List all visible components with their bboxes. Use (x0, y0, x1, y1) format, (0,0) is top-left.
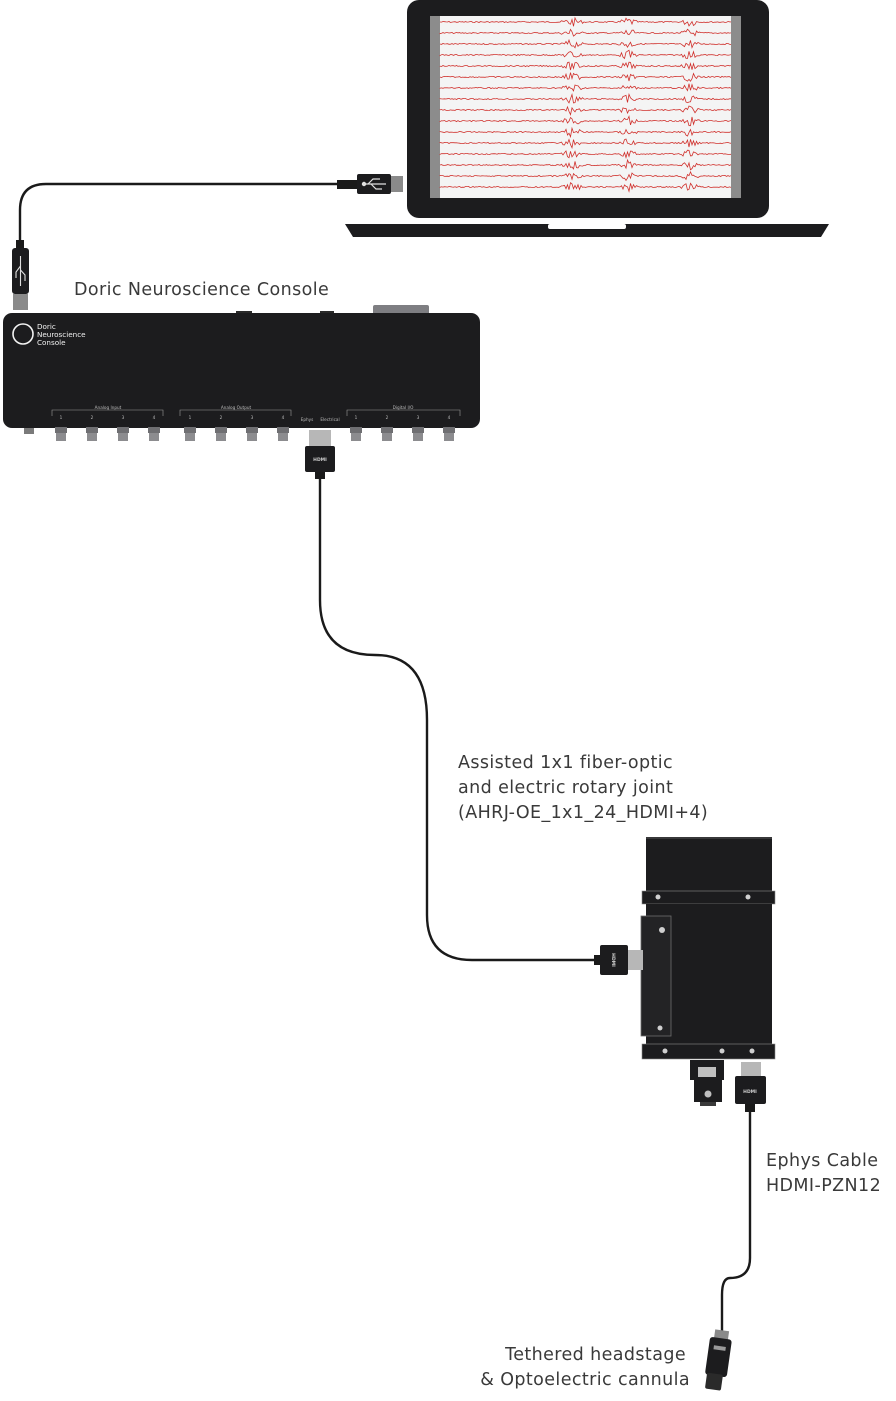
signal-trace (439, 170, 732, 182)
port-number: 4 (153, 415, 156, 420)
joint-top-housing (646, 837, 772, 893)
rotary-joint-label-line-2: and electric rotary joint (458, 778, 673, 798)
bnc-port (443, 427, 455, 441)
hdmi-logo: HDMI (610, 953, 616, 967)
port-number: 1 (189, 415, 192, 420)
bnc-port (215, 427, 227, 441)
laptop (345, 0, 829, 237)
bnc-port (148, 427, 160, 441)
cables (18, 182, 752, 1332)
signal-trace (439, 138, 732, 149)
port-number: 3 (417, 415, 420, 420)
headstage-body (705, 1337, 732, 1377)
power-ring-icon (12, 323, 34, 345)
signal-trace (439, 115, 732, 127)
laptop-notch (548, 224, 626, 229)
joint-lower-band (641, 1043, 776, 1060)
bnc-port (277, 427, 289, 441)
port-number: 2 (386, 415, 389, 420)
ephys-cable-label-line-2: HDMI-PZN12 (766, 1176, 881, 1196)
signal-trace (439, 72, 732, 82)
analog-input-label: Analog Input (95, 405, 122, 410)
hdmi-logo: HDMI (743, 1089, 757, 1095)
port-number: 4 (282, 415, 285, 420)
signal-trace (439, 16, 732, 27)
joint-side-plate (640, 915, 672, 1037)
signal-trace (439, 181, 732, 193)
optoelectric-cannula (705, 1372, 723, 1391)
console-brand-line-2: Neuroscience (37, 330, 86, 339)
port-number: 1 (60, 415, 63, 420)
console-title: Doric Neuroscience Console (74, 280, 329, 300)
signal-trace (439, 49, 732, 60)
port-number: 2 (220, 415, 223, 420)
hdmi-logo: HDMI (313, 457, 327, 463)
usb-icon (15, 256, 26, 286)
console-foot (24, 428, 34, 434)
hdmi-connector-joint-output: HDMI (735, 1062, 766, 1112)
bnc-ports (55, 427, 455, 441)
signal-trace (439, 38, 732, 49)
signal-trace (439, 83, 732, 92)
signal-trace (439, 149, 732, 159)
electrical-port-label: Electrical (320, 417, 339, 422)
signal-trace (439, 28, 732, 37)
hdmi-connector-console: HDMI (305, 430, 335, 479)
bnc-port (412, 427, 424, 441)
console-brand-line-3: Console (37, 338, 66, 347)
screen-side-right (731, 16, 741, 198)
port-number: 3 (122, 415, 125, 420)
signal-trace (439, 105, 732, 116)
usb-a-connector (337, 174, 403, 194)
bnc-port (86, 427, 98, 441)
port-number: 4 (448, 415, 451, 420)
usb-b-connector (12, 240, 29, 310)
bnc-port (381, 427, 393, 441)
panel-section-lines (51, 409, 461, 416)
hdmi-cable-console-to-joint (318, 478, 598, 962)
bnc-port (55, 427, 67, 441)
signal-trace (439, 61, 732, 71)
rotary-joint: Assisted 1x1 fiber-optic and electric ro… (458, 753, 776, 1112)
port-number: 2 (91, 415, 94, 420)
hdmi-connector-joint-input: HDMI (594, 945, 643, 975)
signal-trace (439, 126, 732, 139)
ephys-signal-traces (439, 16, 732, 193)
port-number: 3 (251, 415, 254, 420)
joint-upper-band (641, 890, 776, 905)
rotary-joint-label-line-3: (AHRJ-OE_1x1_24_HDMI+4) (458, 803, 708, 823)
console: Doric Neuroscience Console Doric Neurosc… (3, 280, 480, 479)
headstage: Tethered headstage & Optoelectric cannul… (480, 1329, 732, 1391)
headstage-label-line-1: Tethered headstage (504, 1345, 686, 1365)
fiber-optic-port (690, 1060, 724, 1106)
console-body (3, 313, 480, 428)
ephys-cable-label-line-1: Ephys Cable (766, 1151, 878, 1171)
ephys-port-label: Ephys (301, 417, 314, 422)
console-brand-line-1: Doric (37, 322, 56, 331)
usb-cable (18, 182, 345, 248)
bnc-port (117, 427, 129, 441)
headstage-label-line-2: & Optoelectric cannula (480, 1370, 690, 1390)
usb-icon (361, 178, 386, 190)
digital-io-label: Digital I/O (393, 405, 415, 410)
laptop-base (345, 224, 829, 237)
bnc-port (350, 427, 362, 441)
ephys-cable (720, 1108, 752, 1332)
screen-side-left (430, 16, 440, 198)
signal-trace (439, 93, 731, 104)
bnc-port (246, 427, 258, 441)
signal-trace (439, 158, 732, 171)
bnc-port (184, 427, 196, 441)
port-number: 1 (355, 415, 358, 420)
rotary-joint-label-line-1: Assisted 1x1 fiber-optic (458, 753, 673, 773)
analog-output-label: Analog Output (221, 405, 252, 410)
laptop-screen (430, 16, 741, 198)
